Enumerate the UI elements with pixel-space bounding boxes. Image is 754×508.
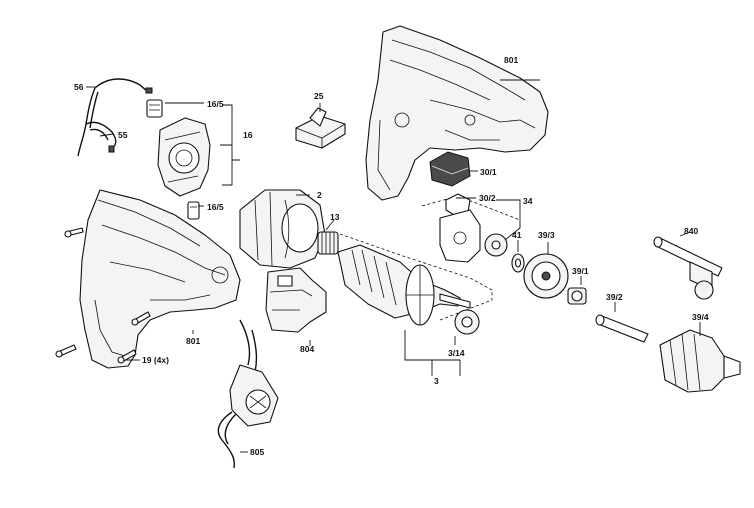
label-804: 804 [300, 344, 314, 354]
label-801-top: 801 [504, 55, 518, 65]
cable-805[interactable] [217, 319, 279, 469]
label-55: 55 [118, 130, 128, 140]
label-801-bottom: 801 [186, 336, 200, 346]
label-840: 840 [684, 226, 698, 236]
spindle-39-2[interactable] [595, 314, 649, 343]
brush-16-5-top[interactable] [146, 99, 163, 118]
label-30-1: 30/1 [480, 167, 497, 177]
chuck-39-4[interactable] [659, 329, 741, 393]
label-13: 13 [330, 212, 340, 222]
label-16: 16 [243, 130, 253, 140]
label-16-5-top: 16/5 [207, 99, 224, 109]
brush-16-5-bottom[interactable] [187, 201, 200, 220]
screw-19-d[interactable] [117, 349, 137, 364]
gear-39-3[interactable] [523, 253, 569, 299]
bearing-3-14[interactable] [454, 309, 480, 335]
field-coil-2[interactable] [239, 189, 326, 269]
label-19-4x: 19 (4x) [142, 355, 169, 365]
gear-41[interactable] [484, 233, 508, 257]
label-39-4: 39/4 [692, 312, 709, 322]
label-25: 25 [314, 91, 324, 101]
housing-half-801-top[interactable] [365, 25, 549, 201]
bushing-39-1[interactable] [567, 287, 587, 305]
screw-19-b[interactable] [131, 311, 151, 326]
label-30-2: 30/2 [479, 193, 496, 203]
needle-bearing[interactable] [511, 253, 525, 273]
housing-half-801-bottom[interactable] [79, 189, 241, 369]
plate-34[interactable] [439, 209, 481, 263]
label-805: 805 [250, 447, 264, 457]
label-39-2: 39/2 [606, 292, 623, 302]
screw-19-c[interactable] [55, 344, 77, 358]
label-39-1: 39/1 [572, 266, 589, 276]
gear-part-30-1[interactable] [429, 151, 471, 187]
pinion-13[interactable] [317, 231, 339, 255]
exploded-view-dashed-lines [339, 195, 521, 321]
screw-19-a[interactable] [64, 227, 84, 238]
part-number-labels: 801 56 55 16/5 16 16/5 25 2 13 30/1 30/2… [74, 55, 709, 457]
brush-holder-16[interactable] [157, 117, 211, 197]
armature-3[interactable] [337, 244, 471, 326]
label-3: 3 [434, 376, 439, 386]
switch-804[interactable] [265, 267, 327, 333]
label-41: 41 [512, 230, 522, 240]
wire-55[interactable] [85, 121, 117, 153]
label-39-3: 39/3 [538, 230, 555, 240]
label-16-5-bottom: 16/5 [207, 202, 224, 212]
leader-lines [86, 79, 701, 453]
label-2: 2 [317, 190, 322, 200]
switch-actuator-25[interactable] [295, 107, 346, 149]
label-3-14: 3/14 [448, 348, 465, 358]
label-34: 34 [523, 196, 533, 206]
chuck-key-840[interactable] [653, 236, 723, 300]
label-56: 56 [74, 82, 84, 92]
